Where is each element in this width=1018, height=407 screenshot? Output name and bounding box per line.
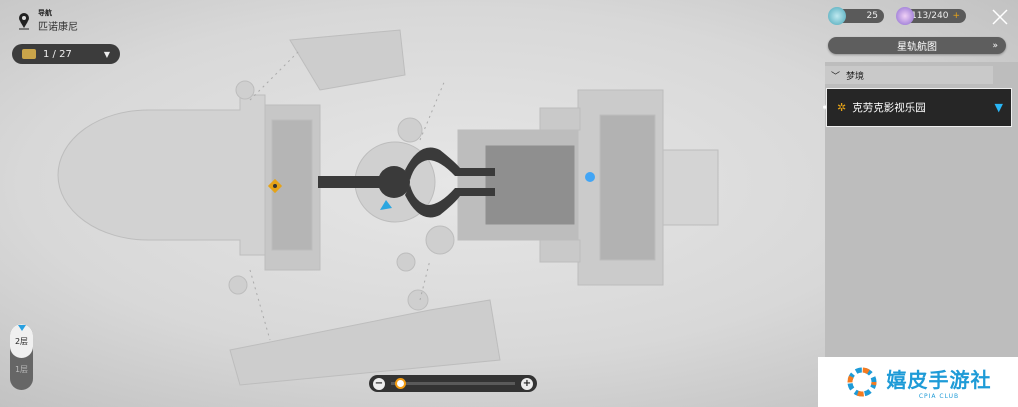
watermark-logo-icon [847, 367, 876, 397]
close-icon[interactable] [991, 8, 1009, 26]
area-item-selected[interactable]: ➧ ✲ 克劳克影视乐园 ▼ [821, 88, 1012, 127]
location-chevron-icon: ▼ [994, 101, 1003, 114]
player-marker-icon [380, 200, 392, 210]
chest-counter-dropdown[interactable]: 1 / 27 ▼ [12, 44, 120, 64]
map-pin-icon [19, 12, 29, 29]
chevron-down-icon: ▼ [103, 49, 110, 59]
npc-marker-icon [585, 172, 595, 182]
area-label: 克劳克影视乐园 [852, 102, 926, 114]
watermark: 嬉皮手游社 CPIA CLUB [818, 357, 1018, 407]
watermark-name: 嬉皮手游社 [886, 368, 992, 392]
resource-value: 113/240 [911, 11, 949, 21]
collapse-chevron-icon: ﹀ [831, 71, 841, 82]
resource-trailblaze-power[interactable]: 113/240 + [896, 7, 966, 25]
floor-2-button[interactable]: 2层 [10, 324, 33, 358]
current-floor-icon [18, 325, 26, 331]
mission-marker-icon [267, 178, 283, 194]
pointer-arrow-icon: ➧ [821, 102, 829, 113]
floor-selector: 2层 1层 [10, 324, 33, 390]
chest-count: 1 / 27 [43, 48, 72, 60]
floor-1-button[interactable]: 1层 [14, 365, 29, 374]
watermark-sub: CPIA CLUB [918, 393, 960, 400]
add-power-button[interactable]: + [952, 11, 960, 21]
star-rail-map-label: 星轨航图 [897, 42, 937, 53]
area-section-header[interactable]: ﹀ 梦境 [825, 66, 993, 84]
trailblaze-power-icon [896, 7, 914, 25]
treasure-chest-icon [22, 49, 36, 59]
map-west-rotunda [57, 94, 266, 256]
nav-label: 导航 [38, 9, 52, 17]
location-name: 匹诺康尼 [38, 22, 78, 33]
star-rail-map-button[interactable]: 星轨航图 » [828, 37, 1006, 54]
resource-value: 25 [866, 11, 878, 21]
zoom-knob[interactable] [394, 378, 406, 389]
zoom-track[interactable] [391, 378, 515, 389]
area-gear-icon: ✲ [837, 101, 847, 114]
resource-dream-currency[interactable]: 25 [828, 7, 884, 25]
navigation-header: 导航 匹诺康尼 [18, 8, 78, 33]
map-north-wing [289, 29, 406, 91]
map-main-walkway [318, 147, 495, 218]
double-chevron-right-icon: » [992, 40, 998, 51]
zoom-in-button[interactable]: + [521, 377, 533, 390]
zoom-slider[interactable]: − + [369, 375, 537, 392]
section-label: 梦境 [846, 71, 865, 82]
map-south-wing [229, 299, 501, 386]
floor-label: 2层 [14, 336, 29, 346]
zoom-out-button[interactable]: − [373, 377, 385, 390]
dream-currency-icon [828, 7, 846, 25]
